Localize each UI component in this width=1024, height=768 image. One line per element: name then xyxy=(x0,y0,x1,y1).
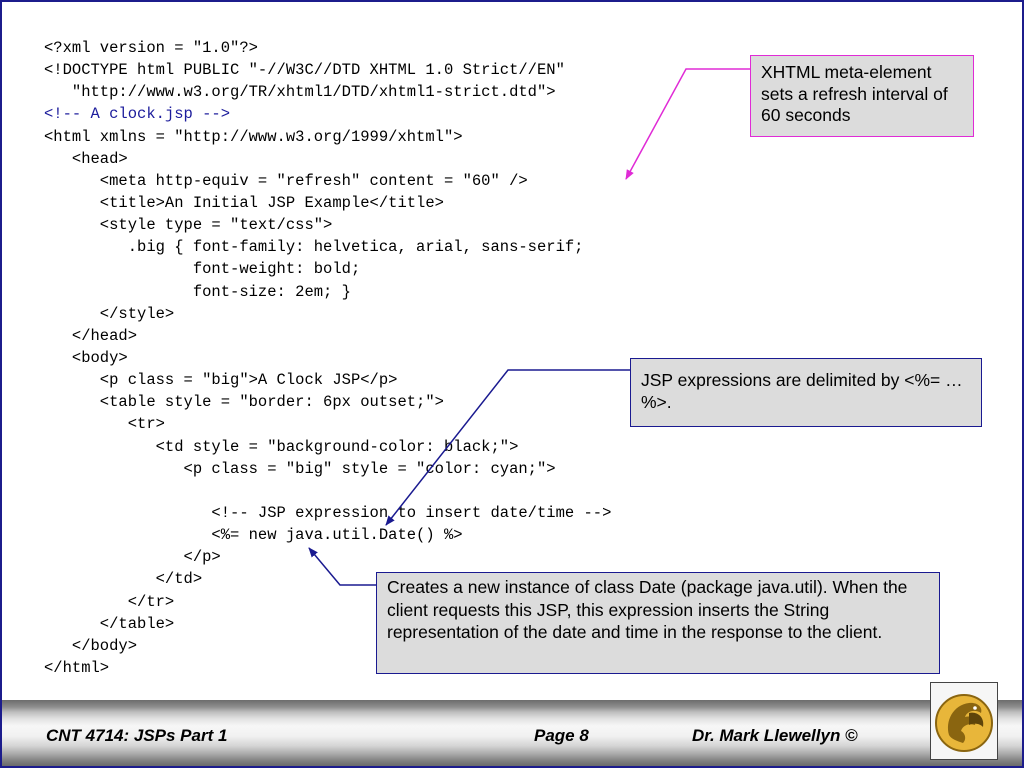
code-line: </body> xyxy=(44,636,138,655)
code-line: </html> xyxy=(44,658,110,677)
code-line: </p> xyxy=(44,548,221,567)
code-line: <table style = "border: 6px outset;"> xyxy=(44,393,444,412)
code-line: <!DOCTYPE html PUBLIC "-//W3C//DTD XHTML… xyxy=(44,61,565,80)
footer-page-number: Page 8 xyxy=(534,726,589,745)
meta-callout-arrow xyxy=(625,68,750,180)
code-line: "http://www.w3.org/TR/xhtml1/DTD/xhtml1-… xyxy=(44,83,556,102)
jsp-expression-callout-arrow xyxy=(385,369,630,526)
code-listing: <?xml version = "1.0"?> <!DOCTYPE html PU… xyxy=(44,37,611,679)
ucf-pegasus-logo-icon xyxy=(935,694,993,752)
code-line: font-weight: bold; xyxy=(44,260,361,279)
code-line: <head> xyxy=(44,149,128,168)
logo-box xyxy=(930,682,998,760)
footer-bar xyxy=(2,700,1022,766)
code-line: font-size: 2em; } xyxy=(44,282,351,301)
code-line: </head> xyxy=(44,326,138,345)
code-line: <!-- JSP expression to insert date/time … xyxy=(44,503,612,522)
code-line: <?xml version = "1.0"?> xyxy=(44,39,258,57)
code-line: </tr> xyxy=(44,592,175,611)
footer-course: CNT 4714: JSPs Part 1 xyxy=(46,726,228,745)
date-callout-arrow xyxy=(308,547,376,586)
code-comment-line: <!-- A clock.jsp --> xyxy=(44,105,231,124)
code-line: </td> xyxy=(44,570,203,589)
code-line: .big { font-family: helvetica, arial, sa… xyxy=(44,238,584,257)
code-line: <p class = "big">A Clock JSP</p> xyxy=(44,371,398,390)
code-line: <body> xyxy=(44,348,128,367)
code-line: <html xmlns = "http://www.w3.org/1999/xh… xyxy=(44,127,463,146)
code-line: <tr> xyxy=(44,415,165,434)
code-line: </style> xyxy=(44,304,175,323)
jsp-expression-callout: JSP expressions are delimited by <%= … %… xyxy=(630,358,982,427)
code-line: <style type = "text/css"> xyxy=(44,216,333,235)
code-line: <p class = "big" style = "color: cyan;"> xyxy=(44,459,556,478)
code-line: <td style = "background-color: black;"> xyxy=(44,437,519,456)
code-line: <%= new java.util.Date() %> xyxy=(44,526,463,545)
code-line: </table> xyxy=(44,614,175,633)
code-line: <meta http-equiv = "refresh" content = "… xyxy=(44,171,528,190)
meta-refresh-callout: XHTML meta-element sets a refresh interv… xyxy=(750,55,974,137)
date-instance-callout: Creates a new instance of class Date (pa… xyxy=(376,572,940,674)
code-line: <title>An Initial JSP Example</title> xyxy=(44,193,444,212)
footer-author: Dr. Mark Llewellyn © xyxy=(692,726,858,745)
